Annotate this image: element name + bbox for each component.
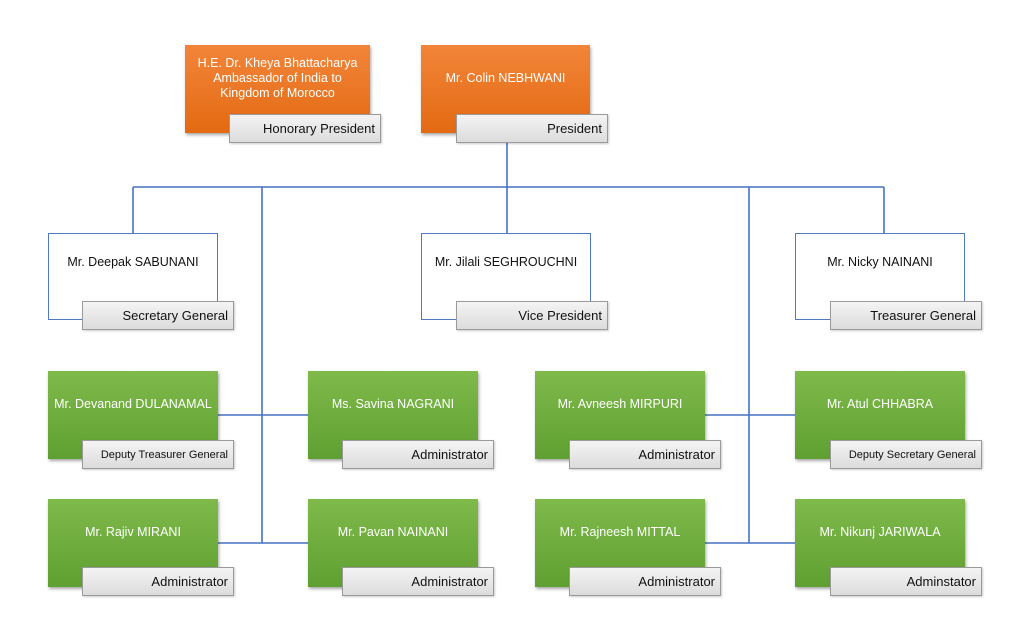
president-role: President [456, 114, 608, 143]
honorary-president-name: H.E. Dr. Kheya Bhattacharya Ambassador o… [197, 55, 358, 100]
treasurer-general-role: Treasurer General [830, 301, 982, 330]
rajiv-name: Mr. Rajiv MIRANI [85, 524, 181, 539]
vice-president-role: Vice President [456, 301, 608, 330]
pavan-role: Administrator [342, 567, 494, 596]
pavan-name: Mr. Pavan NAINANI [337, 524, 449, 539]
deputy-treasurer-role: Deputy Treasurer General [82, 440, 234, 469]
deputy-secretary-name: Mr. Atul CHHABRA [826, 396, 934, 411]
avneesh-role: Administrator [569, 440, 721, 469]
rajneesh-name: Mr. Rajneesh MITTAL [559, 524, 681, 539]
rajneesh-role: Administrator [569, 567, 721, 596]
avneesh-name: Mr. Avneesh MIRPURI [557, 396, 683, 411]
deputy-secretary-role: Deputy Secretary General [830, 440, 982, 469]
savina-role: Administrator [342, 440, 494, 469]
nikunj-role: Adminstator [830, 567, 982, 596]
secretary-general-role: Secretary General [82, 301, 234, 330]
rajiv-role: Administrator [82, 567, 234, 596]
savina-name: Ms. Savina NAGRANI [331, 396, 455, 411]
secretary-general-name: Mr. Deepak SABUNANI [67, 255, 199, 269]
vice-president-name: Mr. Jilali SEGHROUCHNI [434, 255, 578, 269]
honorary-president-role: Honorary President [229, 114, 381, 143]
nikunj-name: Mr. Nikunj JARIWALA [819, 524, 941, 539]
president-name: Mr. Colin NEBHWANI [445, 70, 566, 85]
treasurer-general-name: Mr. Nicky NAINANI [827, 255, 933, 269]
deputy-treasurer-name: Mr. Devanand DULANAMAL [54, 396, 212, 411]
